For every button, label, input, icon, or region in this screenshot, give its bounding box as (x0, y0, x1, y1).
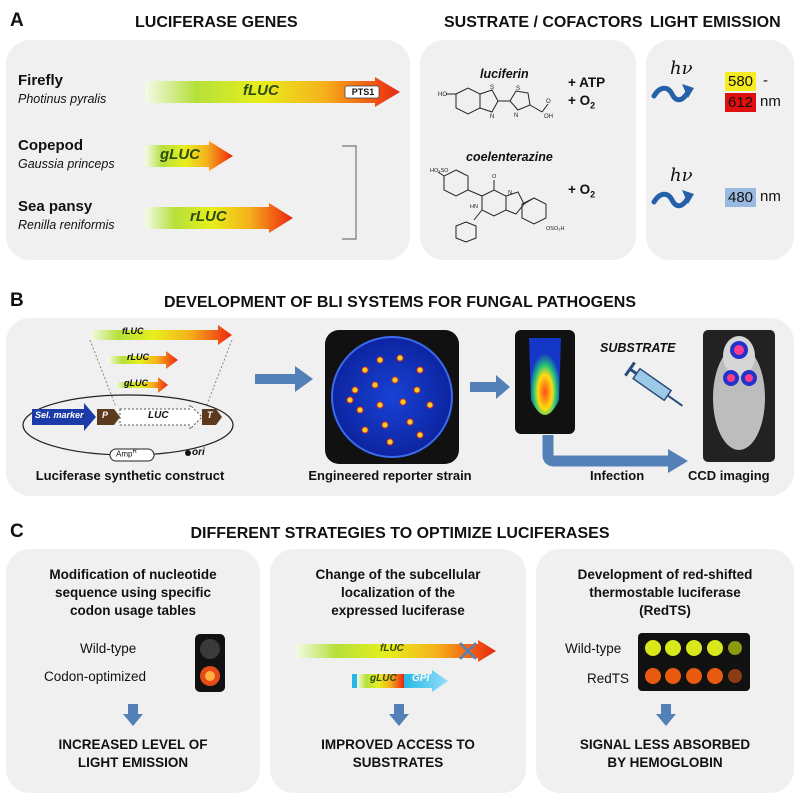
hv-symbol-2: hν (670, 165, 693, 186)
substrate-label: SUBSTRATE (600, 341, 676, 355)
species-firefly: Photinus pyralis (18, 92, 107, 106)
infection-arrow (542, 435, 688, 473)
svg-text:O: O (492, 174, 497, 180)
promoter-label: P (102, 410, 109, 420)
construct-fluc: fLUC (122, 326, 144, 336)
organism-firefly: Firefly (18, 72, 64, 89)
panel-c-title: DIFFERENT STRATEGIES TO OPTIMIZE LUCIFER… (190, 525, 610, 542)
tube-image (515, 330, 575, 434)
pts1-tag: PTS1 (351, 87, 375, 97)
panel-b-title: DEVELOPMENT OF BLI SYSTEMS FOR FUNGAL PA… (163, 294, 637, 311)
flow-arrow-1 (255, 366, 313, 392)
luciferin-label: luciferin (480, 67, 529, 81)
flow-arrow-2 (470, 375, 510, 399)
caption-construct: Luciferase synthetic construct (35, 468, 225, 483)
terminator-label: T (207, 410, 213, 420)
codon-wells-image (195, 634, 225, 692)
ori-label: ori (192, 447, 205, 458)
construct-gluc: gLUC (124, 378, 148, 388)
reporter-plate-image (325, 330, 459, 464)
redts-wells-image (638, 633, 750, 691)
emission-480: 480 (725, 188, 757, 207)
emission-dash: - (763, 72, 768, 89)
substrate-title: SUSTRATE / COFACTORS (444, 14, 643, 31)
organism-copepod: Copepod (18, 137, 83, 154)
fluc-arrow (145, 77, 400, 107)
col2-gpi-label: GPI (412, 673, 430, 684)
svg-text:S: S (490, 85, 494, 91)
col2-fluc-label: fLUC (380, 643, 404, 654)
construct-diagram (22, 325, 234, 462)
caption-strain: Engineered reporter strain (308, 468, 472, 483)
syringe-icon (624, 361, 683, 407)
hv-symbol-1: hν (670, 58, 693, 79)
infection-label: Infection (590, 468, 645, 483)
svg-text:HN: HN (470, 204, 478, 210)
svg-text:OSO₃H: OSO₃H (546, 226, 564, 232)
col2-gluc-arrow (352, 670, 448, 692)
sel-marker-label: Sel. marker (35, 410, 84, 420)
svg-text:HO: HO (438, 92, 447, 98)
caption-ccd: CCD imaging (688, 468, 770, 483)
fluc-label: fLUC (243, 82, 279, 99)
panel-c-col2-box (270, 549, 526, 793)
down-arrow-3 (656, 704, 676, 726)
svg-text:S: S (516, 86, 520, 92)
amp-label: AmpR (116, 449, 137, 459)
cofactor-o2-a: + O2 (568, 93, 596, 111)
down-arrow-1 (123, 704, 143, 726)
luciferase-genes-title: LUCIFERASE GENES (135, 14, 298, 31)
luc-label: LUC (148, 410, 169, 421)
svg-text:O: O (546, 99, 551, 105)
svg-text:N: N (490, 114, 494, 120)
col1-wild-type: Wild-type (80, 641, 137, 656)
col2-gluc-label: gLUC (370, 673, 397, 684)
gluc-label: gLUC (160, 146, 200, 163)
rluc-label: rLUC (190, 208, 227, 225)
emission-580: 580 (725, 72, 757, 91)
col3-wild-type: Wild-type (565, 641, 622, 656)
svg-text:OH: OH (544, 114, 553, 120)
col1-codon-optimized: Codon-optimized (44, 669, 147, 684)
rluc-arrow (145, 203, 293, 233)
gluc-arrow (145, 141, 233, 171)
emission-unit-2: nm (760, 188, 781, 205)
panel-b-letter: B (10, 290, 24, 311)
cofactor-o2-b: + O2 (568, 182, 596, 200)
panel-a-letter: A (10, 10, 24, 31)
col2-fluc-arrow (296, 640, 496, 662)
luciferin-structure: HO S N S N OH O (438, 85, 553, 120)
species-copepod: Gaussia princeps (18, 157, 115, 171)
panel-c-letter: C (10, 521, 24, 542)
species-sea-pansy: Renilla reniformis (18, 218, 115, 232)
svg-text:N: N (508, 190, 512, 196)
coelenterazine-structure: HO₃SO O HN OSO₃H N (430, 168, 564, 243)
svg-text:N: N (514, 113, 518, 119)
emission-unit-1: nm (760, 93, 781, 110)
emission-612: 612 (725, 93, 757, 112)
down-arrow-2 (389, 704, 409, 726)
light-emission-title: LIGHT EMISSION (650, 14, 781, 31)
mouse-ccd-image (703, 330, 775, 462)
coelenterazine-label: coelenterazine (466, 150, 553, 164)
wave-arrow-icon (651, 84, 694, 103)
organism-sea-pansy: Sea pansy (18, 198, 93, 215)
panel-a-light-box (646, 40, 794, 260)
bracket (342, 145, 357, 240)
panel-a-substrate-box (420, 40, 636, 260)
cofactor-atp: + ATP (568, 75, 606, 90)
svg-text:HO₃SO: HO₃SO (430, 168, 449, 174)
wave-arrow-icon (651, 190, 694, 209)
construct-rluc: rLUC (127, 352, 149, 362)
col3-redts: RedTS (587, 671, 630, 686)
